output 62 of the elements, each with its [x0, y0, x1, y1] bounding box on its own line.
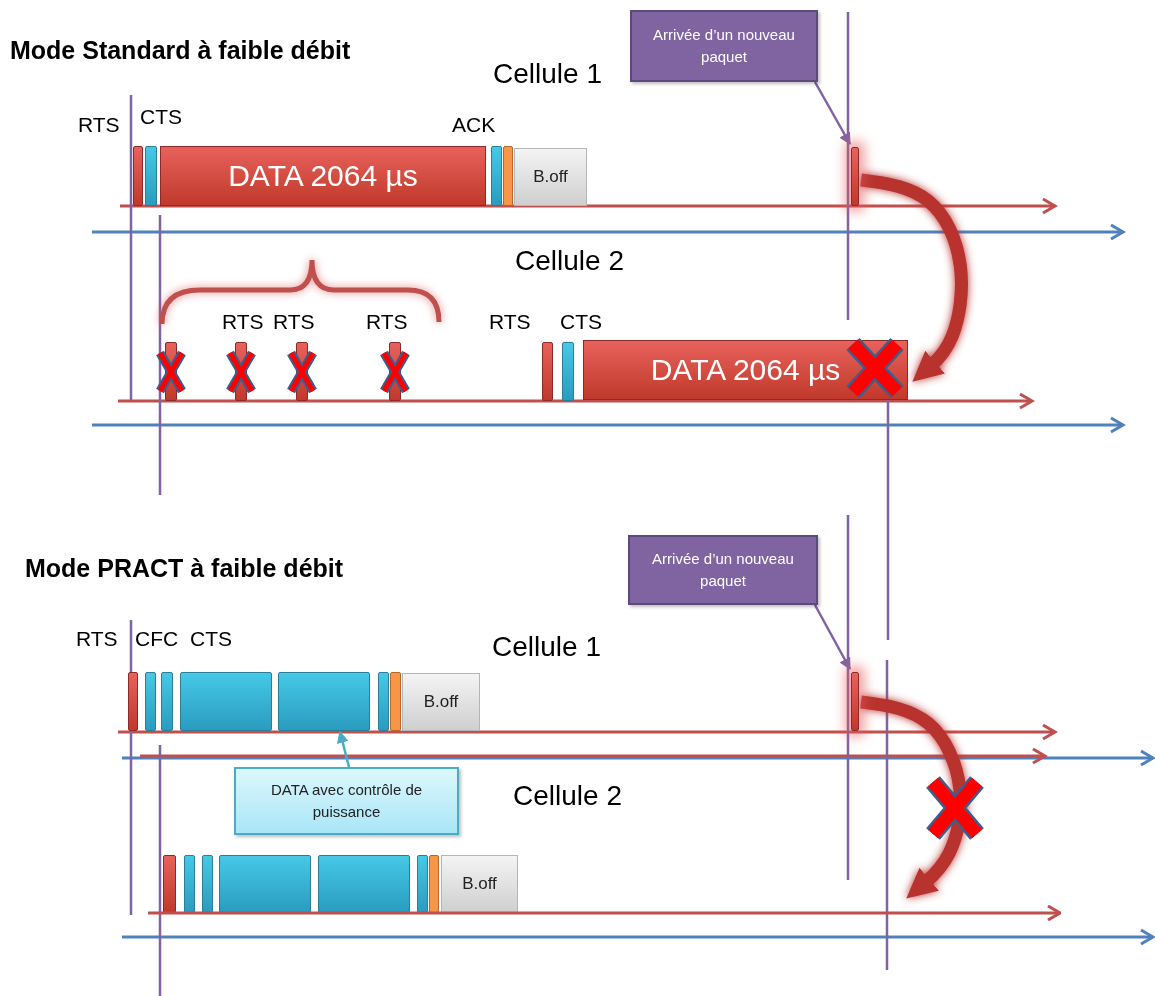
bar-label: B.off	[423, 690, 459, 713]
frame-label: RTS	[76, 628, 118, 649]
packet-bar	[180, 672, 272, 731]
frame-label: Cellule 2	[515, 247, 624, 275]
packet-bar	[184, 855, 195, 913]
packet-bar	[128, 672, 138, 731]
backoff-box	[441, 855, 518, 913]
frame-label: CTS	[190, 628, 232, 649]
frame-label: Cellule 2	[513, 782, 622, 810]
packet-bar	[390, 672, 401, 731]
callout-text: Arrivée d’un nouveau paquet	[651, 549, 795, 591]
packet-bar	[851, 672, 859, 731]
callout-box	[630, 10, 818, 82]
packet-bar	[542, 342, 553, 401]
frame-label: RTS	[222, 311, 264, 332]
frame-label: CTS	[560, 311, 602, 332]
packet-bar	[202, 855, 213, 913]
frame-label: ACK	[452, 114, 496, 135]
backoff-box	[514, 148, 587, 206]
curved-arrow	[860, 173, 968, 382]
packet-bar	[318, 855, 410, 913]
packet-bar	[145, 146, 157, 206]
data-frame-bar	[160, 146, 486, 206]
packet-bar	[161, 672, 173, 731]
packet-bar	[219, 855, 311, 913]
packet-bar	[378, 672, 389, 731]
section-heading: Mode Standard à faible débit	[10, 38, 351, 63]
frame-label: RTS	[273, 311, 315, 332]
frame-label: RTS	[78, 114, 120, 135]
packet-bar	[133, 146, 143, 206]
packet-bar	[429, 855, 439, 913]
bar-label: DATA 2064 µs	[650, 352, 841, 389]
packet-bar	[417, 855, 428, 913]
packet-bar	[503, 146, 513, 206]
frame-label: CFC	[135, 628, 179, 649]
frame-label: RTS	[489, 311, 531, 332]
frame-label: Cellule 1	[492, 633, 601, 661]
bar-label: B.off	[462, 872, 497, 895]
packet-bar	[851, 147, 859, 206]
packet-bar	[163, 855, 176, 913]
bar-label: B.off	[533, 165, 568, 188]
callout-box	[628, 535, 818, 605]
frame-label: RTS	[366, 311, 408, 332]
callout-text: Arrivée d’un nouveau paquet	[652, 25, 796, 67]
curved-arrow	[860, 695, 968, 899]
callout-text: DATA avec contrôle de puissance	[269, 780, 424, 822]
bar-label: DATA 2064 µs	[228, 158, 418, 195]
backoff-box	[402, 673, 480, 731]
leader-arrow	[813, 604, 852, 671]
packet-bar	[278, 672, 370, 731]
section-heading: Mode PRACT à faible débit	[25, 556, 344, 581]
callout-box	[234, 767, 459, 835]
time-axis	[148, 905, 1061, 921]
packet-bar	[562, 342, 574, 401]
packet-bar	[145, 672, 156, 731]
leader-arrow	[336, 730, 351, 768]
data-frame-bar	[583, 340, 908, 400]
packet-bar	[491, 146, 502, 206]
curved-arrow	[297, 206, 327, 260]
leader-arrow	[813, 81, 852, 146]
frame-label: Cellule 1	[493, 60, 602, 88]
frame-label: CTS	[140, 106, 182, 127]
